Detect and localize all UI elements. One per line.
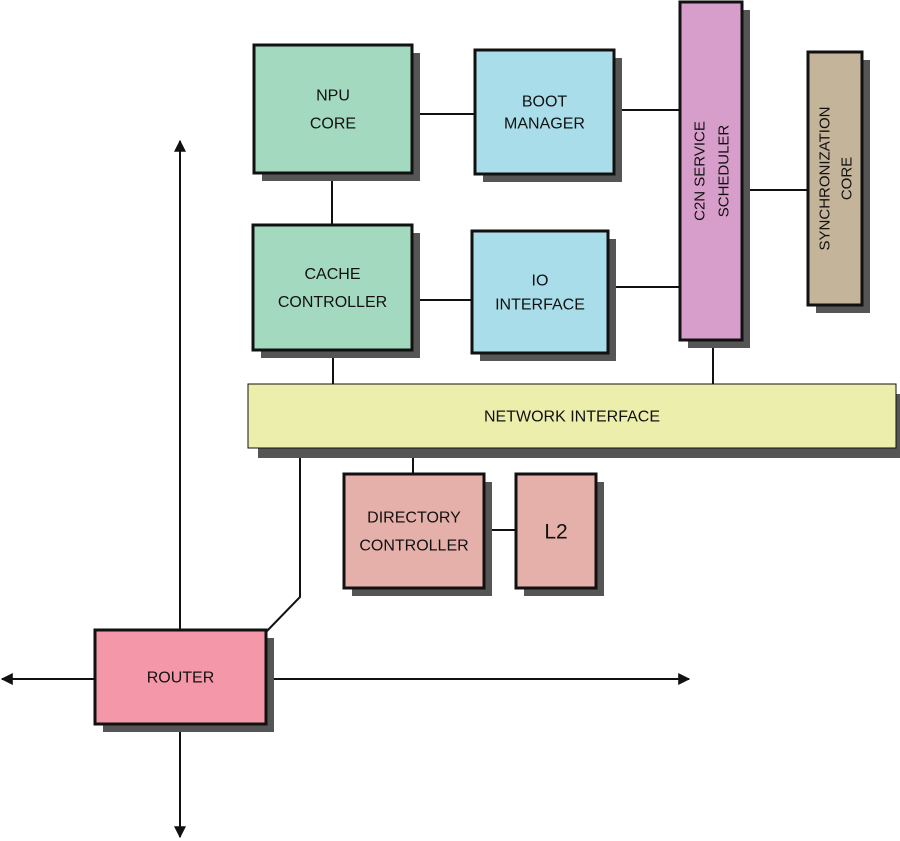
directory-controller-label: DIRECTORY CONTROLLER (359, 510, 468, 555)
c2n-scheduler-label-line: SCHEDULER (715, 125, 732, 218)
io-interface-block: IO INTERFACE (470, 229, 616, 361)
c2n-scheduler-block: C2N SERVICE SCHEDULER (678, 0, 750, 348)
cache-controller-label-line: CONTROLLER (278, 294, 387, 311)
sync-core-label: SYNCHRONIZATION CORE (816, 107, 855, 251)
sync-core-box (806, 50, 864, 307)
npu-core-label-line: CORE (310, 116, 356, 133)
sync-core-block: SYNCHRONIZATION CORE (806, 50, 870, 313)
network-interface-box (247, 383, 897, 449)
boot-manager-box (473, 48, 616, 176)
network-to-router-link (265, 448, 301, 633)
boot-manager-label: BOOT MANAGER (504, 94, 585, 133)
directory-controller-block: DIRECTORY CONTROLLER (342, 472, 492, 596)
connectors (0, 109, 808, 839)
c2n-scheduler-label-line: C2N SERVICE (691, 121, 708, 221)
sync-core-label-line: CORE (838, 157, 855, 200)
c2n-scheduler-label: C2N SERVICE SCHEDULER (691, 121, 732, 221)
sync-core-label-line: SYNCHRONIZATION (816, 107, 833, 251)
router-block: ROUTER (93, 628, 274, 732)
io-interface-label-line: INTERFACE (495, 297, 585, 314)
npu-core-box (252, 43, 414, 175)
cache-controller-label-line: CACHE (304, 266, 360, 283)
router-label-line: ROUTER (147, 670, 215, 687)
l2-label-line: L2 (544, 520, 567, 543)
cache-controller-label: CACHE CONTROLLER (278, 266, 387, 311)
io-interface-label: IO INTERFACE (495, 273, 585, 314)
boot-manager-label-line: BOOT (522, 94, 568, 111)
cache-controller-block: CACHE CONTROLLER (251, 223, 420, 358)
npu-core-block: NPU CORE (252, 43, 420, 181)
boot-manager-block: BOOT MANAGER (473, 48, 622, 182)
l2-box (514, 472, 598, 590)
network-interface-label-line: NETWORK INTERFACE (484, 409, 660, 426)
l2-block: L2 (514, 472, 604, 596)
blocks: NPU CORE BOOT MANAGER CACHE CONTROLLER IO INTER… (93, 0, 900, 732)
boot-manager-label-line: MANAGER (504, 116, 585, 133)
directory-controller-label-line: DIRECTORY (367, 510, 461, 527)
c2n-scheduler-box (678, 0, 744, 342)
io-interface-box (470, 229, 610, 355)
network-interface-label: NETWORK INTERFACE (484, 409, 660, 426)
directory-controller-box (342, 472, 486, 590)
cache-controller-box (251, 223, 414, 352)
router-box (93, 628, 268, 726)
directory-controller-label-line: CONTROLLER (359, 538, 468, 555)
io-interface-label-line: IO (532, 273, 549, 290)
l2-label: L2 (544, 520, 567, 543)
npu-core-label: NPU CORE (310, 88, 356, 133)
network-interface-block: NETWORK INTERFACE (247, 383, 900, 458)
npu-core-label-line: NPU (316, 88, 350, 105)
router-label: ROUTER (147, 670, 215, 687)
